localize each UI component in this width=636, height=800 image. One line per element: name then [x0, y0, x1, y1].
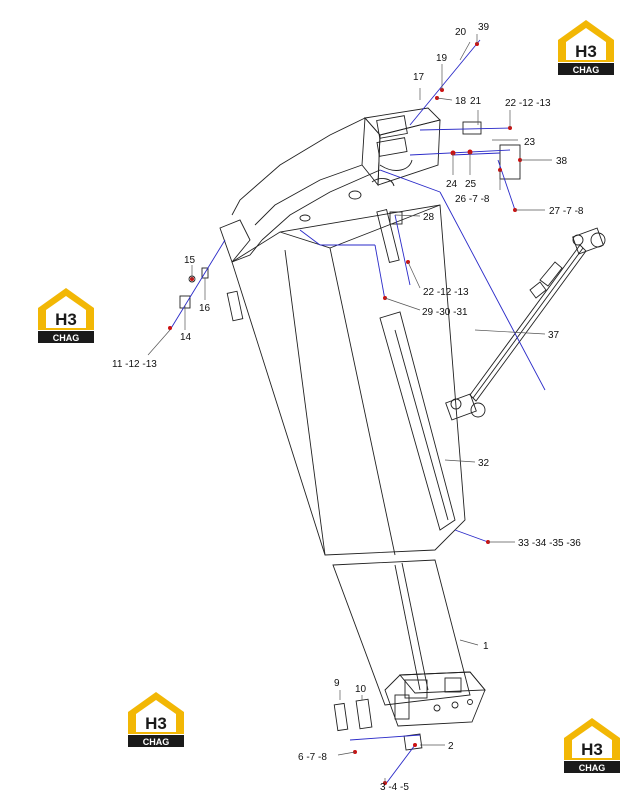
routing-lines — [169, 39, 546, 786]
label-32: 32 — [478, 458, 490, 469]
small-parts — [179, 121, 521, 751]
label-17: 17 — [413, 72, 425, 83]
label-9: 9 — [334, 678, 340, 689]
label-38: 38 — [556, 156, 568, 167]
logo-h3-text: H3 — [575, 42, 597, 61]
label-6: 6 -7 -8 — [298, 752, 327, 763]
label-20: 20 — [455, 27, 467, 38]
label-11: 11 -12 -13 — [112, 359, 157, 370]
cylinder-37 — [445, 227, 606, 421]
label-3: 3 -4 -5 — [380, 782, 409, 793]
label-2: 2 — [448, 741, 454, 752]
label-10: 10 — [355, 684, 367, 695]
label-19: 19 — [436, 53, 448, 64]
label-25: 25 — [465, 179, 477, 190]
brand-logo: H3 CHAG — [34, 284, 98, 344]
label-24: 24 — [446, 179, 458, 190]
label-37: 37 — [548, 330, 560, 341]
boom-upper-section — [219, 107, 466, 556]
brand-logo-mark: H3 CHAG — [128, 692, 184, 747]
logo-brand-text: CHAG — [573, 65, 600, 75]
brand-logo: H3 CHAG — [124, 688, 188, 748]
label-22a: 22 -12 -13 — [505, 98, 551, 109]
label-28: 28 — [423, 212, 435, 223]
label-16: 16 — [199, 303, 211, 314]
label-39: 39 — [478, 22, 490, 33]
logo-h3-text: H3 — [581, 740, 603, 759]
label-18: 18 — [455, 96, 467, 107]
label-15: 15 — [184, 255, 196, 266]
label-26: 26 -7 -8 — [455, 194, 490, 205]
brand-logo: H3 CHAG — [560, 714, 624, 774]
label-29: 29 -30 -31 — [422, 307, 468, 318]
logo-brand-text: CHAG — [53, 333, 80, 343]
part-labels: 1 2 3 -4 -5 6 -7 -8 9 10 11 -12 -13 14 1… — [112, 22, 584, 793]
label-22b: 22 -12 -13 — [423, 287, 469, 298]
label-21: 21 — [470, 96, 482, 107]
logo-brand-text: CHAG — [579, 763, 606, 773]
label-33: 33 -34 -35 -36 — [518, 538, 581, 549]
logo-brand-text: CHAG — [143, 737, 170, 747]
brand-logo: H3 CHAG — [554, 16, 618, 76]
brand-logo-mark: H3 CHAG — [38, 288, 94, 343]
boom-lower-section — [332, 559, 486, 727]
leader-lines — [147, 34, 552, 783]
logo-h3-text: H3 — [145, 714, 167, 733]
logo-h3-text: H3 — [55, 310, 77, 329]
label-27: 27 -7 -8 — [549, 206, 584, 217]
brand-logo-mark: H3 CHAG — [564, 718, 620, 773]
label-1: 1 — [483, 641, 489, 652]
label-14: 14 — [180, 332, 192, 343]
label-23: 23 — [524, 137, 536, 148]
brand-logo-mark: H3 CHAG — [558, 20, 614, 75]
